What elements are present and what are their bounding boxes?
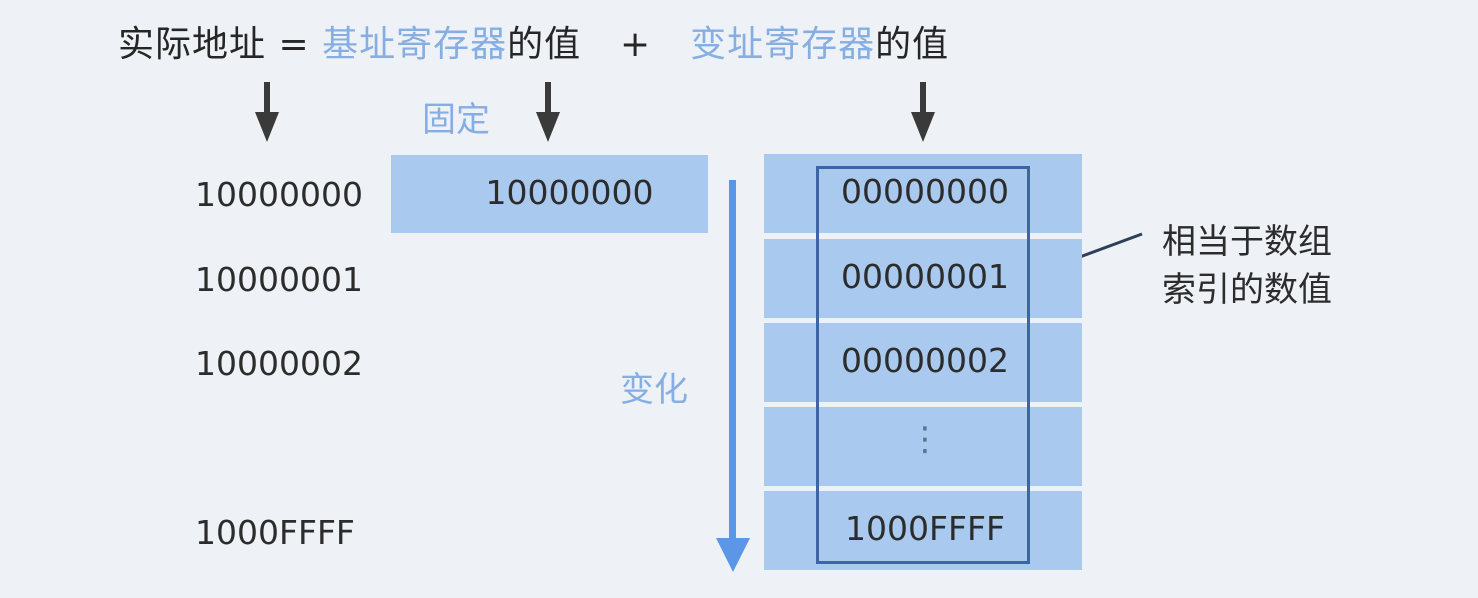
formula: 实际地址 = 基址寄存器的值 + 变址寄存器的值 [118,18,949,72]
index-cell-value: 00000000 [841,172,1009,211]
formula-equals: = [278,24,310,65]
actual-address-0: 10000000 [195,175,363,214]
note-line-2: 索引的数值 [1162,270,1332,310]
index-cell-value: 00000002 [841,341,1009,380]
down-arrow-icon [255,82,279,142]
base-register-box: 10000000 [391,155,708,233]
base-register-value: 10000000 [485,173,654,212]
index-cell-value: 00000001 [841,257,1009,296]
formula-index-register: 变址寄存器 [690,24,876,65]
down-arrow-icon [536,82,560,142]
actual-address-1: 10000001 [195,260,363,299]
formula-base-register: 基址寄存器 [322,24,508,65]
formula-value-of-base: 的值 [507,24,582,65]
fixed-label: 固定 [422,100,490,140]
note-line-1: 相当于数组 [1162,222,1332,262]
index-column-frame [816,166,1030,564]
actual-address-3: 1000FFFF [195,513,355,552]
formula-value-of-index: 的值 [875,24,950,65]
array-index-note: 相当于数组 索引的数值 [1162,218,1332,314]
change-label: 变化 [620,370,688,410]
index-cell-value: 1000FFFF [845,509,1005,548]
formula-plus: + [620,24,652,65]
actual-address-2: 10000002 [195,344,363,383]
formula-actual-address: 实际地址 [118,24,267,65]
down-arrow-icon [911,82,935,142]
